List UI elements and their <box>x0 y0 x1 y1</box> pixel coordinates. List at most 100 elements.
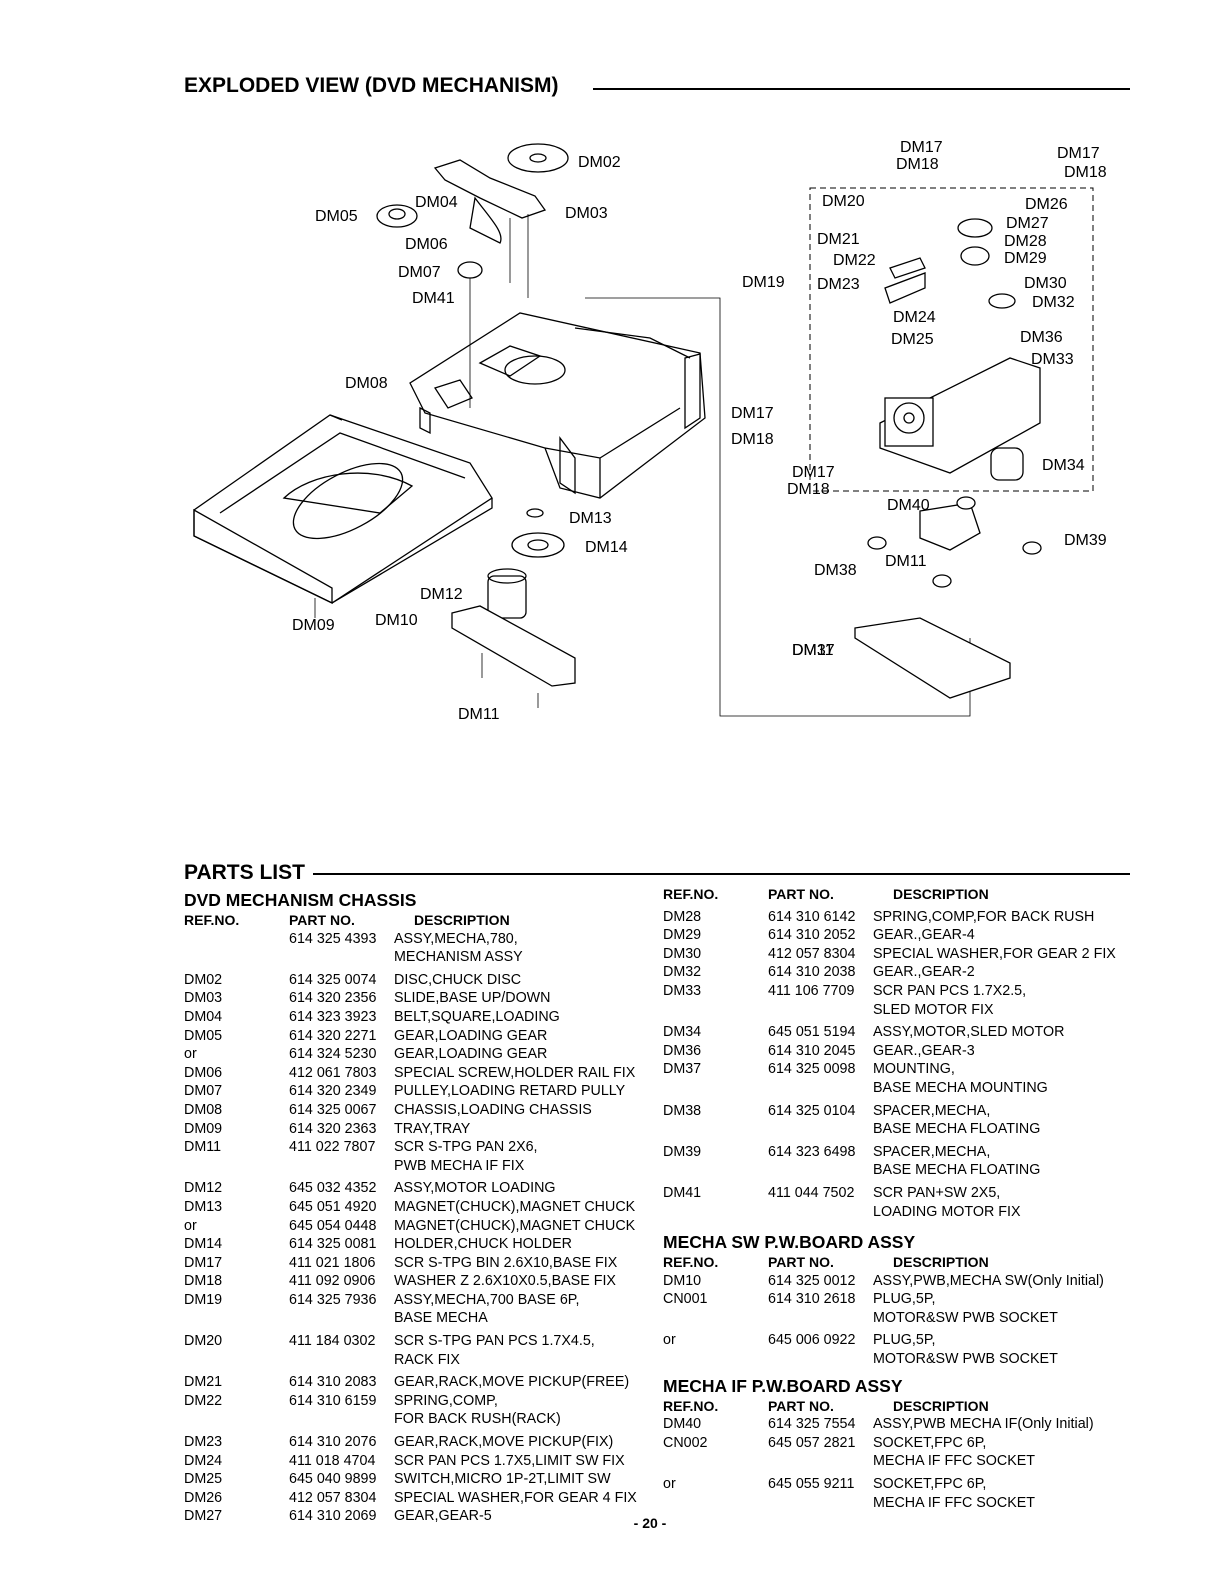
header-part-no: PART NO. <box>768 1397 834 1414</box>
parts-list-title: PARTS LIST <box>184 861 305 884</box>
ref-no: DM29 <box>663 927 702 944</box>
label-dm37: DM37 <box>792 642 835 659</box>
table-row: BASE MECHA <box>184 1309 637 1328</box>
description: BASE MECHA FLOATING <box>873 1162 1041 1179</box>
label-dm18-c: DM18 <box>731 431 774 448</box>
label-dm29: DM29 <box>1004 250 1047 267</box>
ref-no: DM19 <box>184 1291 223 1308</box>
description: GEAR,LOADING GEAR <box>394 1027 548 1044</box>
description: SCR S-TPG PAN PCS 1.7X4.5, <box>394 1333 595 1350</box>
part-no: 614 325 0104 <box>768 1102 856 1119</box>
ref-no: DM36 <box>663 1042 702 1059</box>
table-row: LOADING MOTOR FIX <box>663 1203 1116 1222</box>
description: ASSY,MECHA,700 BASE 6P, <box>394 1291 580 1308</box>
slide-base-drawing <box>376 143 569 408</box>
label-dm09: DM09 <box>292 617 335 634</box>
description: SCR S-TPG BIN 2.6X10,BASE FIX <box>394 1254 618 1271</box>
label-dm11-c: DM11 <box>792 642 834 659</box>
label-dm36: DM36 <box>1020 329 1063 346</box>
description: MOTOR&SW PWB SOCKET <box>873 1309 1058 1326</box>
table-row: MOTOR&SW PWB SOCKET <box>663 1309 1104 1328</box>
part-no: 412 057 8304 <box>768 945 856 962</box>
description: SCR S-TPG PAN 2X6, <box>394 1139 538 1156</box>
description: RACK FIX <box>394 1351 460 1368</box>
part-no: 614 325 0012 <box>768 1272 856 1289</box>
ref-no <box>663 1309 768 1328</box>
label-dm03: DM03 <box>565 205 608 222</box>
label-dm20: DM20 <box>822 193 865 210</box>
label-dm17-a: DM17 <box>900 139 943 156</box>
label-dm34: DM34 <box>1042 457 1085 474</box>
description: GEAR,RACK,MOVE PICKUP(FIX) <box>394 1434 614 1451</box>
label-dm14: DM14 <box>585 539 628 556</box>
left-column: DVD MECHANISM CHASSIS REF.NO.PART NO.DES… <box>184 889 637 1526</box>
ref-no <box>184 1410 289 1429</box>
description: SPACER,MECHA, <box>873 1143 991 1160</box>
ref-no: DM33 <box>663 982 702 999</box>
description: WASHER Z 2.6X10X0.5,BASE FIX <box>394 1273 616 1290</box>
header-part-no: PART NO. <box>768 886 834 902</box>
description: SPRING,COMP, <box>394 1392 498 1409</box>
description: SPECIAL WASHER,FOR GEAR 4 FIX <box>394 1489 637 1506</box>
table-row: DM07 614 320 2349 PULLEY,LOADING RETARD PU… <box>184 1082 637 1101</box>
label-dm12: DM12 <box>420 586 463 603</box>
description: HOLDER,CHUCK HOLDER <box>394 1236 572 1253</box>
part-no: 614 310 2083 <box>289 1374 377 1391</box>
part-no <box>768 1161 873 1180</box>
label-dm02: DM02 <box>578 154 621 171</box>
part-no: 614 310 6142 <box>768 908 856 925</box>
ref-no: DM05 <box>184 1027 223 1044</box>
label-dm17-d: DM17 <box>792 464 835 481</box>
description: SLIDE,BASE UP/DOWN <box>394 990 551 1007</box>
part-no: 411 184 0302 <box>289 1333 376 1350</box>
description: GEAR,RACK,MOVE PICKUP(FREE) <box>394 1374 630 1391</box>
label-dm17-b: DM17 <box>1057 145 1100 162</box>
part-no: 645 054 0448 <box>289 1217 377 1234</box>
description: GEAR,GEAR-5 <box>394 1508 492 1525</box>
part-no: 614 325 0074 <box>289 971 377 988</box>
part-no: 614 323 3923 <box>289 1008 377 1025</box>
description: MAGNET(CHUCK),MAGNET CHUCK <box>394 1198 636 1215</box>
label-dm11-b: DM11 <box>885 553 927 570</box>
label-dm18-b: DM18 <box>1064 164 1107 181</box>
ref-no: DM18 <box>184 1273 223 1290</box>
description: PULLEY,LOADING RETARD PULLY <box>394 1083 626 1100</box>
description: SWITCH,MICRO 1P-2T,LIMIT SW <box>394 1471 611 1488</box>
description: PLUG,5P, <box>873 1332 936 1349</box>
part-no: 614 320 2271 <box>289 1027 377 1044</box>
ref-no: DM24 <box>184 1452 223 1469</box>
description: GEAR.,GEAR-3 <box>873 1042 975 1059</box>
ref-no: DM14 <box>184 1236 223 1253</box>
description: MECHA IF FFC SOCKET <box>873 1453 1036 1470</box>
ref-no: DM09 <box>184 1120 223 1137</box>
part-no: 614 310 2069 <box>289 1508 377 1525</box>
part-no: 614 320 2349 <box>289 1083 377 1100</box>
ref-no <box>663 1120 768 1139</box>
part-no: 614 325 0067 <box>289 1101 377 1118</box>
label-dm28: DM28 <box>1004 233 1047 250</box>
description: SPACER,MECHA, <box>873 1102 991 1119</box>
mecha-if-subtitle: MECHA IF P.W.BOARD ASSY <box>663 1375 903 1396</box>
description: MECHANISM ASSY <box>394 949 523 966</box>
part-no <box>289 948 394 967</box>
ref-no: DM07 <box>184 1083 223 1100</box>
chuck-motor-drawing <box>451 508 576 708</box>
table-row: RACK FIX <box>184 1351 637 1370</box>
ref-no <box>663 1079 768 1098</box>
ref-no: DM41 <box>663 1184 702 1201</box>
part-no: 645 040 9899 <box>289 1471 377 1488</box>
description: SOCKET,FPC 6P, <box>873 1476 987 1493</box>
